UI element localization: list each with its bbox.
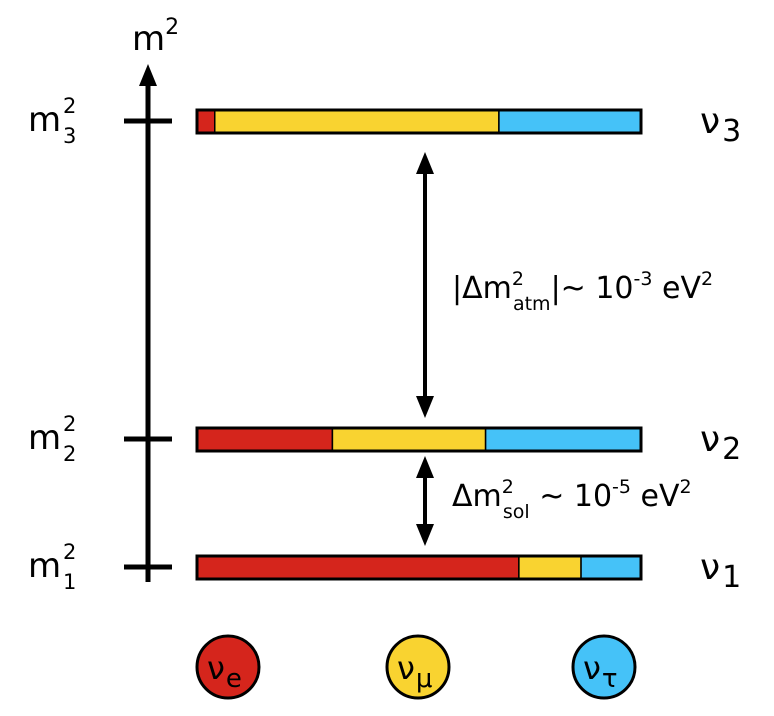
bar-segment-m2-nu-tau <box>484 427 642 452</box>
bar-segment-m1-nu-mu <box>518 555 582 580</box>
mass-label-m3: m 2 3 <box>28 94 76 148</box>
svg-text:1: 1 <box>63 570 76 594</box>
svg-text:m: m <box>28 546 61 586</box>
bar-segment-m3-nu-tau <box>498 109 642 134</box>
svg-text:νe: νe <box>207 649 242 694</box>
svg-text:m: m <box>28 418 61 458</box>
mass-label-m2: m 2 2 <box>28 412 76 466</box>
bar-segment-m1-nu-tau <box>580 555 642 580</box>
flavor-circle-nu-mu <box>385 634 451 700</box>
svg-text:2: 2 <box>63 412 76 436</box>
svg-text:m: m <box>28 100 61 140</box>
svg-text:ντ: ντ <box>583 649 618 694</box>
bar-outline-m3 <box>195 108 643 135</box>
mass-squared-axis: m2 <box>124 15 179 582</box>
mass-labels: m 2 3 m 2 2 m 2 1 <box>28 94 76 594</box>
state-labels: ν3 ν2 ν1 <box>700 101 741 595</box>
state-label-nu3: ν3 <box>700 101 741 149</box>
bar-segment-m2-nu-e <box>196 427 334 452</box>
mass-state-bar-nu1 <box>195 554 643 581</box>
bar-segment-m3-nu-mu <box>214 109 500 134</box>
atm-arrowhead-down <box>416 396 434 418</box>
flavor-nu-e: νe <box>195 634 261 700</box>
atm-arrowhead-up <box>416 152 434 174</box>
mass-state-bar-nu2 <box>195 426 643 453</box>
axis-label: m2 <box>132 15 179 59</box>
flavor-nu-tau: ντ <box>571 634 637 700</box>
bar-outline-m1 <box>195 554 643 581</box>
svg-text:2: 2 <box>63 540 76 564</box>
axis-arrowhead <box>139 64 157 86</box>
flavor-circle-nu-tau <box>571 634 637 700</box>
bar-outline-m2 <box>195 426 643 453</box>
svg-text:νμ: νμ <box>397 649 432 694</box>
mass-state-bar-nu3 <box>195 108 643 135</box>
mass-label-m1: m 2 1 <box>28 540 76 594</box>
flavor-nu-mu: νμ <box>385 634 451 700</box>
svg-text:2: 2 <box>63 442 76 466</box>
mass-state-bars <box>195 108 643 581</box>
flavor-circle-nu-e <box>195 634 261 700</box>
bar-segment-m1-nu-e <box>196 555 520 580</box>
sol-arrowhead-down <box>416 524 434 546</box>
svg-text:3: 3 <box>63 124 76 148</box>
bar-segment-m2-nu-mu <box>331 427 487 452</box>
svg-text:2: 2 <box>63 94 76 118</box>
bar-segment-m3-nu-e <box>196 109 216 134</box>
state-label-nu1: ν1 <box>700 547 741 595</box>
sol-arrowhead-up <box>416 456 434 478</box>
state-label-nu2: ν2 <box>700 419 741 467</box>
flavor-legend: νe νμ ντ <box>195 634 637 700</box>
